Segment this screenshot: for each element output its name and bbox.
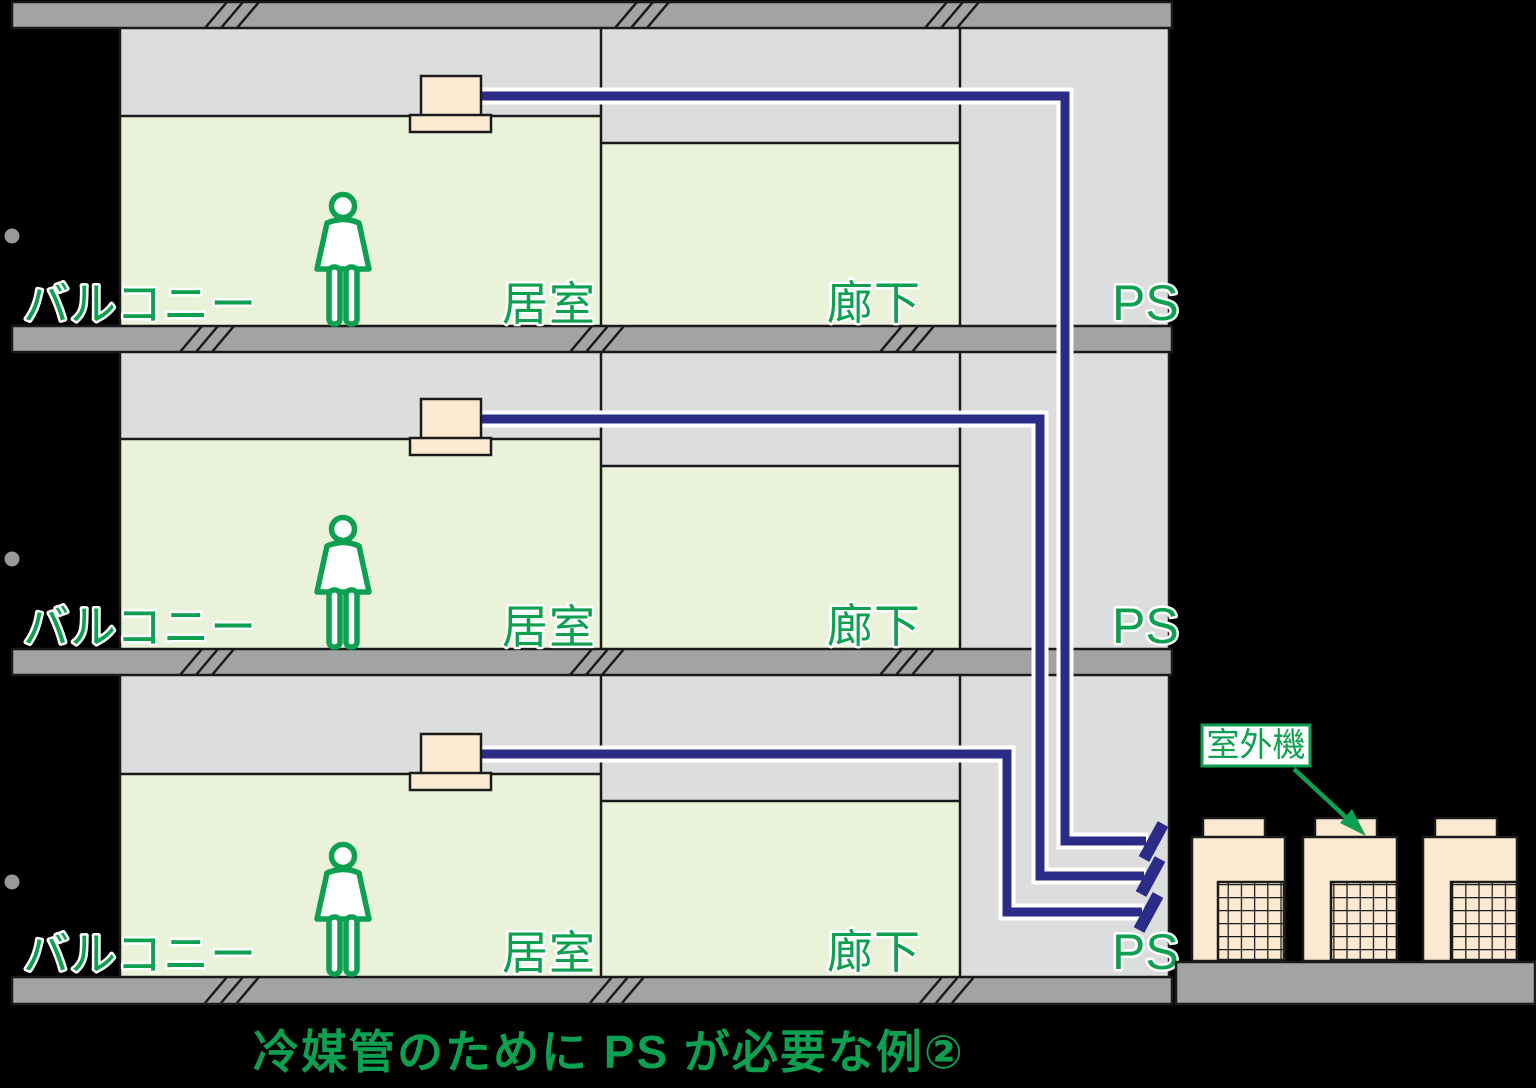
room-label-1: 居室 [502,278,596,330]
refrigerant-pipes [478,87,1169,933]
person-figure-2 [314,514,372,650]
outdoor-unit-label: 室外機 [1207,726,1306,763]
corridor-3 [602,801,959,977]
ground-slab [10,975,1174,1006]
floor-slab-3 [10,647,1174,677]
pipe-break-mark-2 [1135,856,1166,897]
callout-arrow [1292,767,1352,823]
bullet-dot-1 [4,228,20,244]
outdoor-unit-grill [1449,880,1519,962]
shaft-label-3: PS [1112,924,1179,980]
corridor-2 [602,466,959,649]
room-label-3: 居室 [502,927,596,979]
person-figure-1 [314,191,372,327]
outdoor-unit-callout: 室外機 [1200,723,1366,836]
outdoor-unit-1 [1190,816,1287,963]
corridor-label-1: 廊下 [827,277,921,329]
callout-box [1200,723,1312,768]
pipe-break-mark-1 [1138,821,1169,862]
ceiling-line-2 [120,437,960,468]
person-figure-3 [314,841,372,977]
indoor-ac-unit-3 [408,732,493,792]
balcony-label-2: バルコニー [23,601,257,653]
living-room-2 [121,439,601,649]
bullet-dot-3 [4,874,20,890]
shaft-label-1: PS [1112,275,1179,331]
refrigerant-pipe-floor-3 [478,749,1142,917]
roof-slab [10,0,1174,30]
refrigerant-pipe-floor-1 [478,91,1146,846]
corridor-1 [602,143,959,326]
ceiling-line-3 [120,772,960,803]
outdoor-unit-2 [1301,816,1399,963]
corridor-label-3: 廊下 [827,926,921,978]
shaft-label-2: PS [1112,598,1179,654]
balcony-label-3: バルコニー [23,928,257,980]
indoor-ac-unit-1 [408,74,493,134]
room-label-2: 居室 [502,601,596,653]
outdoor-unit-grill [1329,880,1399,962]
diagram-caption: 冷媒管のために PS が必要な例② [253,1026,965,1078]
outdoor-ground-slab [1174,960,1536,1006]
callout-arrowhead [1340,809,1366,836]
ceiling-line-1 [120,114,960,145]
pipe-break-mark-3 [1133,892,1164,933]
outdoor-unit-grill [1216,880,1286,962]
bullet-dot-2 [4,551,20,567]
living-room-1 [121,116,601,326]
balcony-label-1: バルコニー [23,278,257,330]
outdoor-unit-3 [1421,816,1519,963]
refrigerant-pipe-floor-2 [478,414,1144,881]
indoor-ac-unit-2 [408,397,493,457]
corridor-label-2: 廊下 [827,600,921,652]
